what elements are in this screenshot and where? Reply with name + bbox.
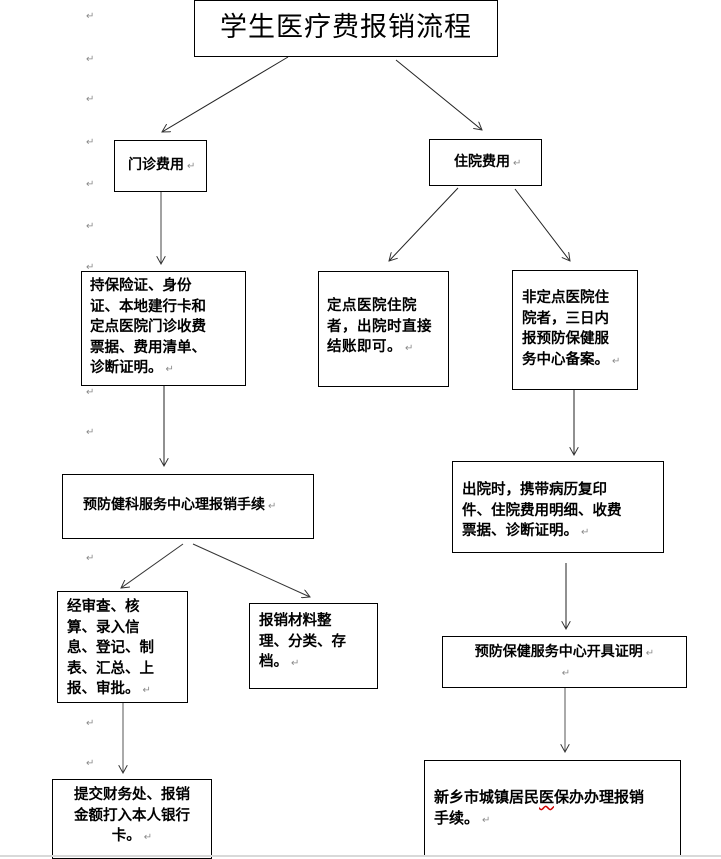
arrow-prevention-to-archive xyxy=(192,543,310,597)
paragraph-mark: ↵ xyxy=(187,161,196,172)
node-text-line: 手续。 xyxy=(434,808,480,827)
paragraph-mark: ↵ xyxy=(86,94,95,105)
node-text-line: 表、汇总、上 xyxy=(67,660,154,677)
paragraph-mark: ↵ xyxy=(86,54,95,65)
paragraph-mark: ↵ xyxy=(142,685,151,696)
node-non-designated-hospital: 非定点医院住 院者，三日内 报预防保健服 务中心备案。↵ xyxy=(512,270,638,390)
node-designated-hospital: 定点医院住院 者，出院时直接 结账即可。↵ xyxy=(318,271,449,387)
node-text-line: 报销材料整 xyxy=(259,613,332,629)
paragraph-mark: ↵ xyxy=(86,758,95,769)
arrow-prevention-to-review xyxy=(121,543,184,588)
node-text-line: 提交财务处、报销 xyxy=(74,787,190,803)
node-text-line: 定点医院住院 xyxy=(327,298,417,314)
node-text-line: 报预防保健服 xyxy=(522,331,609,347)
node-text-line: 证、本地建行卡和 xyxy=(90,298,206,315)
node-archive-materials: 报销材料整 理、分类、存 档。↵ xyxy=(249,603,378,689)
node-inpatient-fees: 住院费用↵ xyxy=(429,139,542,186)
node-text: 新乡市城镇居民 xyxy=(434,788,540,806)
paragraph-mark: ↵ xyxy=(612,355,621,367)
paragraph-mark: ↵ xyxy=(482,814,491,826)
paragraph-mark: ↵ xyxy=(86,137,95,148)
paragraph-mark: ↵ xyxy=(405,343,414,354)
node-prevention-center-certificate: 预防保健服务中心开具证明↵ ↵ xyxy=(442,636,687,688)
paragraph-mark: ↵ xyxy=(165,364,174,375)
paragraph-mark: ↵ xyxy=(581,527,590,538)
node-text: 门诊费用 xyxy=(128,157,184,173)
node-text: 住院费用 xyxy=(454,154,510,170)
node-text-line: 者，出院时直接 xyxy=(327,318,432,335)
paragraph-mark: ↵ xyxy=(291,658,300,669)
node-text-line: 院者，三日内 xyxy=(522,310,609,327)
node-xinxiang-medical-insurance: 新乡市城镇居民医保办办理报销 手续。↵ xyxy=(424,760,681,857)
node-text-line: 档。 xyxy=(259,654,288,670)
paragraph-mark: ↵ xyxy=(86,221,95,232)
paragraph-mark: ↵ xyxy=(645,648,655,659)
node-text-line: 报、审批。 xyxy=(67,681,140,697)
node-text-line: 票据、费用清单、 xyxy=(90,339,206,356)
paragraph-mark: ↵ xyxy=(143,832,153,843)
node-text-line: 务中心备案。 xyxy=(522,351,609,368)
arrow-inpatient-to-nondesignated xyxy=(514,188,570,261)
node-text-line: 经审查、核 xyxy=(67,599,140,615)
node-outpatient-documents: 持保险证、身份 证、本地建行卡和 定点医院门诊收费 票据、费用清单、 诊断证明。… xyxy=(81,271,246,386)
page-bottom-edge xyxy=(0,855,721,857)
node-text-line: 件、住院费用明细、收费 xyxy=(462,502,622,519)
paragraph-mark: ↵ xyxy=(513,158,522,169)
paragraph-mark: ↵ xyxy=(86,11,95,22)
node-outpatient-fees: 门诊费用↵ xyxy=(114,140,207,192)
node-text-line: 出院时，携带病历复印 xyxy=(462,482,607,498)
node-text-line: 息、登记、制 xyxy=(67,640,154,656)
node-prevention-center-procedure: 预防健科服务中心理报销手续↵ xyxy=(62,474,314,539)
node-text: 预防保健服务中心开具证明 xyxy=(474,644,643,660)
paragraph-mark: ↵ xyxy=(86,179,95,190)
paragraph-mark: ↵ xyxy=(86,262,95,273)
arrow-inpatient-to-designated xyxy=(389,187,459,261)
node-review-approval: 经审查、核 算、录入信 息、登记、制 表、汇总、上 报、审批。↵ xyxy=(57,591,188,703)
node-text: 保办办理报销 xyxy=(554,788,645,806)
node-text-line: 卡。 xyxy=(111,828,141,844)
arrow-title-to-outpatient xyxy=(162,56,289,132)
paragraph-mark: ↵ xyxy=(561,668,571,679)
paragraph-mark: ↵ xyxy=(86,553,95,564)
paragraph-mark: ↵ xyxy=(86,718,95,729)
node-text-line: 理、分类、存 xyxy=(259,633,346,650)
paragraph-mark: ↵ xyxy=(268,501,277,512)
title-text: 学生医疗费报销流程 xyxy=(220,12,472,44)
arrow-title-to-inpatient xyxy=(395,59,482,130)
node-text-line: 持保险证、身份 xyxy=(90,278,192,294)
node-text-line: 票据、诊断证明。 xyxy=(462,523,578,539)
node-finance-office: 提交财务处、报销 金额打入本人银行 卡。↵ xyxy=(52,779,212,859)
node-text-line: 非定点医院住 xyxy=(522,290,609,306)
paragraph-mark: ↵ xyxy=(86,387,95,398)
paragraph-mark: ↵ xyxy=(86,427,95,438)
node-text: 预防健科服务中心理报销手续 xyxy=(83,497,265,513)
flowchart-title: 学生医疗费报销流程 xyxy=(194,0,498,57)
spellcheck-flagged-word[interactable]: 医 xyxy=(539,788,555,806)
node-text-line: 诊断证明。 xyxy=(90,360,163,376)
node-text-line: 结账即可。 xyxy=(327,339,402,355)
node-discharge-documents: 出院时，携带病历复印 件、住院费用明细、收费 票据、诊断证明。↵ xyxy=(452,461,664,553)
node-text-line: 算、录入信 xyxy=(67,619,140,636)
node-text-line: 定点医院门诊收费 xyxy=(90,319,206,335)
node-text-line: 金额打入本人银行 xyxy=(74,807,190,824)
